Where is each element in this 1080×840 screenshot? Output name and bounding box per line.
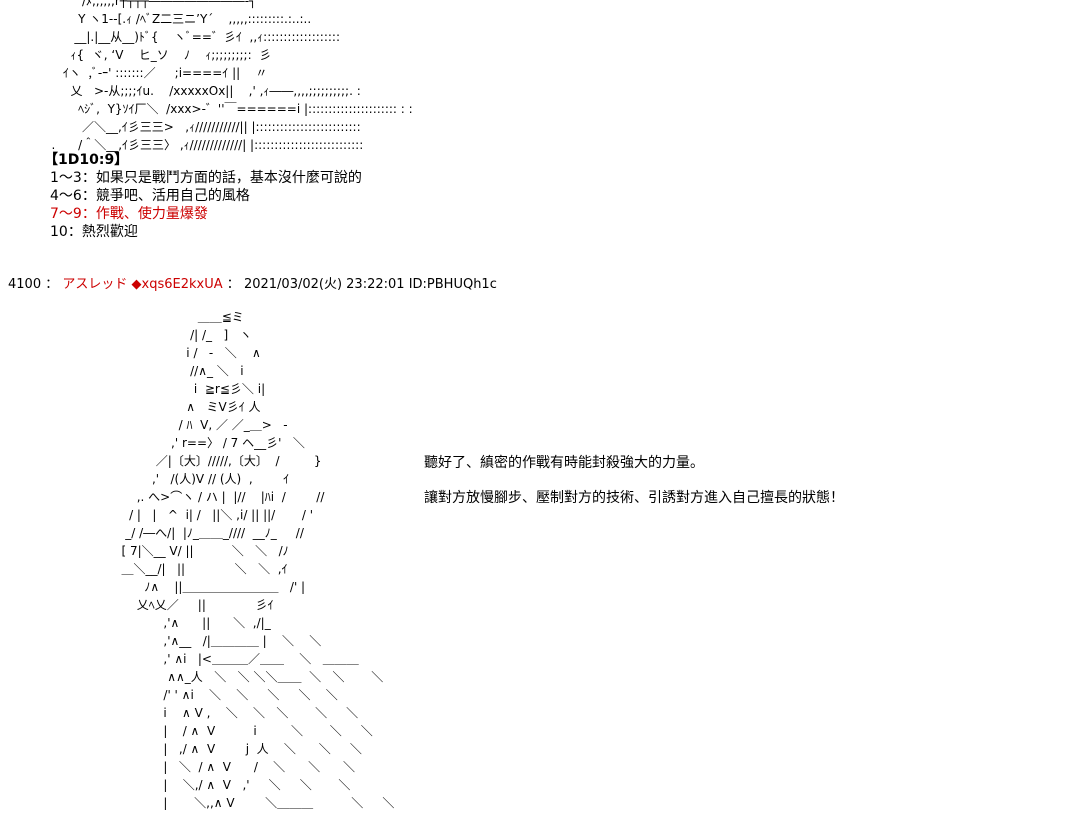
dice-title: 【1D10:9】 [44, 152, 129, 168]
dialogue-line-2: 讓對方放慢腳步、壓制對方的技術、引誘對方進入自己擅長的狀態！ [424, 490, 844, 506]
dice-option-2: 4～6：競爭吧、活用自己的風格 [50, 188, 250, 204]
post-header: 4100 ： アスレッド ◆xqs6E2kxUA ： 2021/03/02(火)… [8, 276, 497, 294]
post-number[interactable]: 4100 [8, 277, 42, 292]
dialogue-line-1: 聽好了、縝密的作戰有時能封殺強大的力量。 [424, 455, 704, 471]
post-datetime: 2021/03/02(火) 23:22:01 [243, 277, 405, 292]
poster-name: アスレッド [62, 277, 128, 292]
post-separator: ： [45, 277, 59, 292]
poster-id[interactable]: ID:PBHUQh1c [408, 277, 497, 292]
dice-option-3-selected: 7～9：作戰、使力量爆發 [50, 206, 208, 222]
dice-option-1: 1～3：如果只是戰鬥方面的話，基本沒什麼可說的 [50, 170, 362, 186]
dice-result-block: 【1D10:9】 1～3：如果只是戰鬥方面的話，基本沒什麼可說的 4～6：競爭吧… [44, 151, 362, 241]
dice-option-4: 10：熱烈歡迎 [50, 224, 138, 240]
poster-trip: ◆xqs6E2kxUA [131, 277, 223, 292]
ascii-art-character: ＿＿≦ミ /| /_ ] ヽ i / ‐ ＼ ∧ //∧_ ＼ i i ≧r≦彡… [121, 310, 395, 810]
post-separator-2: ： [226, 277, 240, 292]
ascii-art-top: ﾞ￣´ /ﾒ,,,,,,r┼┬┬┬――――――――‐┐ Y ヽ1‐‐[.ｨ /ﾍ… [47, 0, 413, 152]
